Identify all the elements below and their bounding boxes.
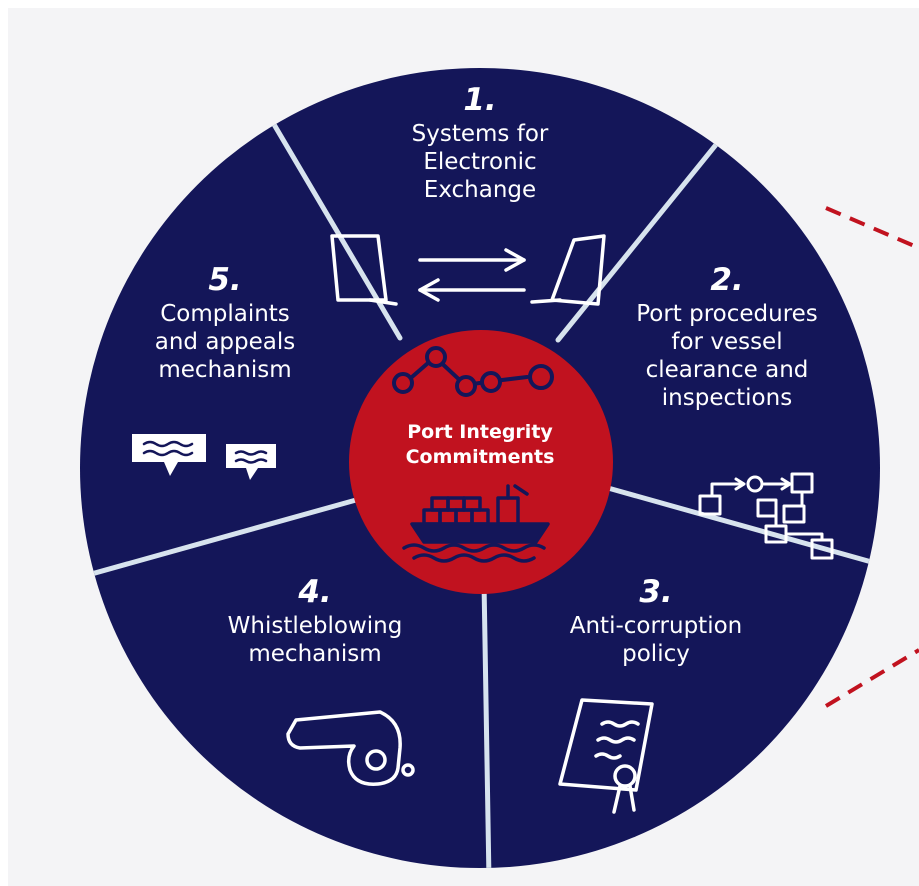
segment-2-title-line-1: Port procedures xyxy=(636,300,818,327)
segment-2-label: 2. Port procedures for vessel clearance … xyxy=(612,262,842,412)
segment-2-number: 2. xyxy=(710,262,744,298)
segment-4-title-line-2: mechanism xyxy=(248,640,382,667)
segment-2-title-line-3: clearance and xyxy=(645,356,809,383)
center-title: Port Integrity Commitments xyxy=(389,420,571,471)
laptops-exchange-icon xyxy=(330,234,606,306)
certificate-icon xyxy=(558,698,654,814)
segment-1-title-line-1: Systems for xyxy=(411,120,549,147)
flowchart-icon xyxy=(698,472,834,560)
segment-2-title-line-4: inspections xyxy=(661,384,793,411)
center-title-line-1: Port Integrity xyxy=(407,421,553,443)
segment-1-title-line-3: Exchange xyxy=(423,176,537,203)
container-ship-icon xyxy=(402,484,550,563)
segment-1-label: 1. Systems for Electronic Exchange xyxy=(370,82,590,204)
segment-3-label: 3. Anti-corruption policy xyxy=(546,574,766,668)
segment-3-number: 3. xyxy=(639,574,673,610)
divider-3-4 xyxy=(481,579,492,868)
segment-1-title-line-2: Electronic xyxy=(423,148,537,175)
center-title-line-2: Commitments xyxy=(405,446,555,469)
segment-5-title-line-3: mechanism xyxy=(158,356,292,383)
segment-4-label: 4. Whistleblowing mechanism xyxy=(205,574,425,668)
segment-5-number: 5. xyxy=(208,262,242,298)
segment-5-title-line-2: and appeals xyxy=(154,328,296,355)
dashed-leader-top xyxy=(825,206,919,250)
whistle-icon xyxy=(286,710,415,786)
segment-1-number: 1. xyxy=(463,82,497,118)
segment-4-title-line-1: Whistleblowing xyxy=(227,612,403,639)
segment-4-number: 4. xyxy=(298,574,332,610)
segment-3-title-line-2: policy xyxy=(622,640,690,667)
dashed-leader-bottom xyxy=(824,648,919,708)
speech-bubbles-icon xyxy=(132,434,276,480)
nodes-icon xyxy=(392,346,554,397)
segment-3-title-line-1: Anti-corruption xyxy=(569,612,743,639)
segment-2-title-line-2: for vessel xyxy=(671,328,783,355)
divider-2-3 xyxy=(605,485,880,573)
segment-5-label: 5. Complaints and appeals mechanism xyxy=(125,262,325,384)
segment-5-title-line-1: Complaints xyxy=(160,300,290,327)
divider-4-5 xyxy=(80,497,359,583)
